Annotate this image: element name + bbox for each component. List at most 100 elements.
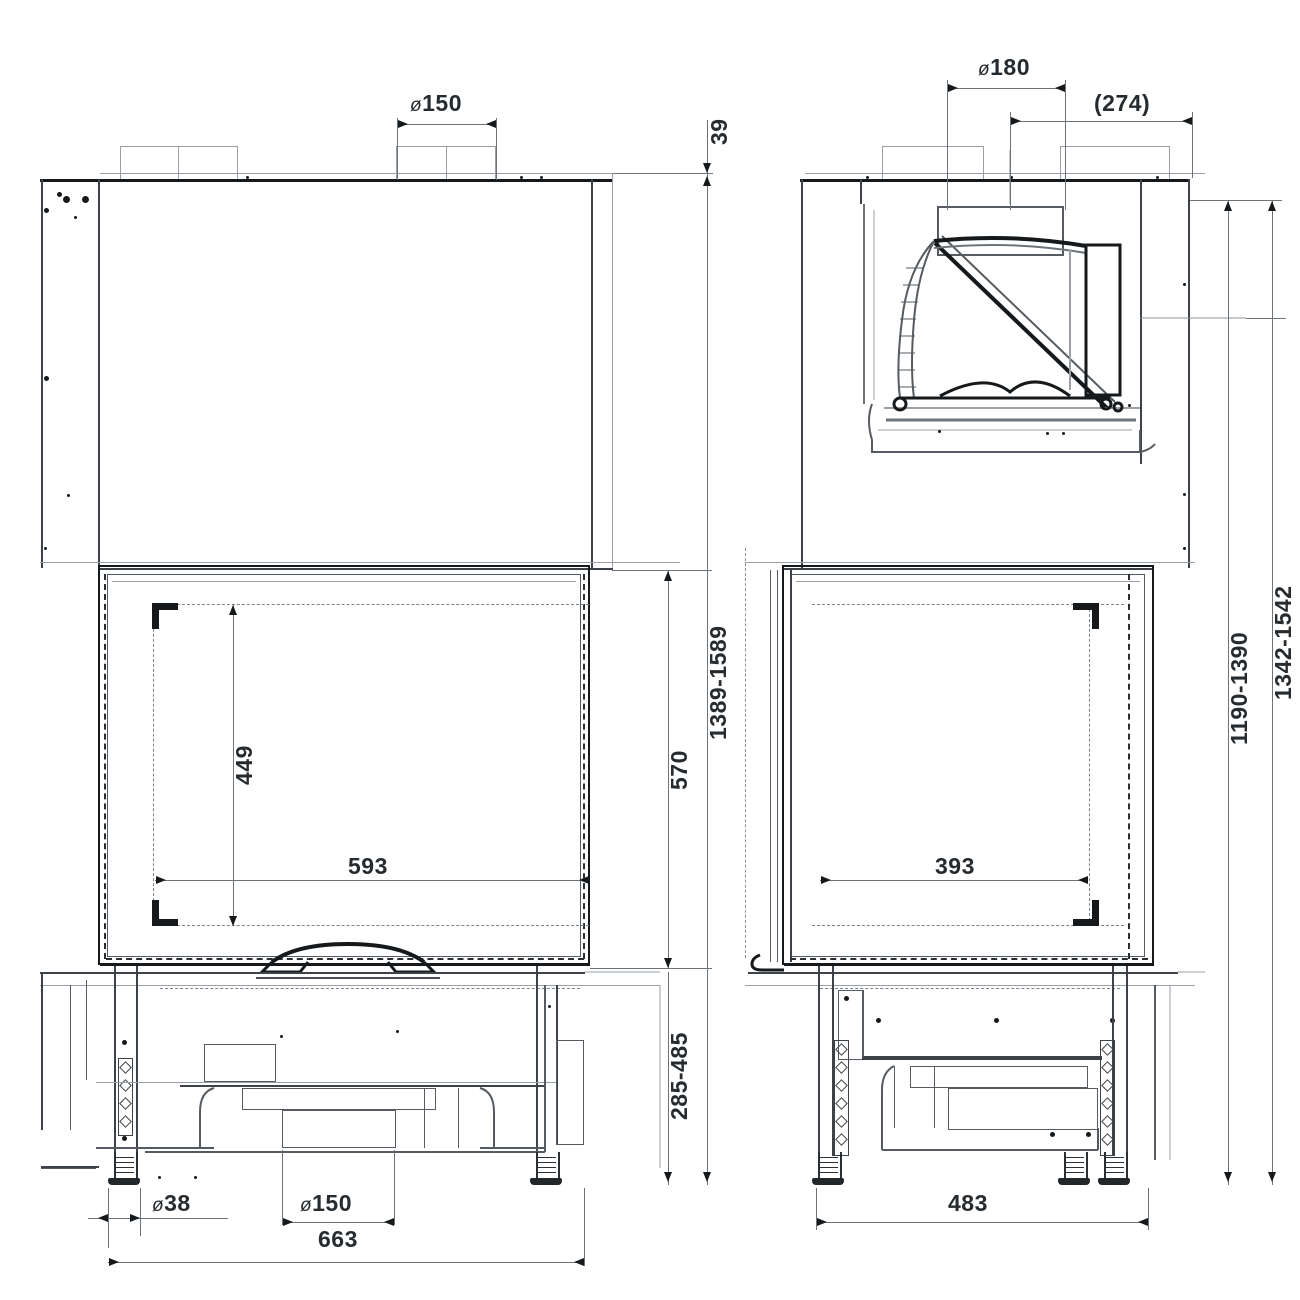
front-leg-perforation-left: [118, 1058, 133, 1136]
dim-side-total-depth: 483: [948, 1190, 988, 1216]
dim-1190-arrow-top: [1224, 201, 1232, 211]
dim-1342-line: [1272, 200, 1273, 1185]
front-glass-frame-inner: [107, 574, 581, 957]
dim-570-arrow-bottom: [664, 958, 672, 968]
dim-side-bracket: (274): [1094, 90, 1151, 116]
side-base-bolt: [844, 996, 849, 1001]
side-ashpan-front: [948, 1088, 1098, 1130]
dim-total-height-line: [707, 175, 708, 1185]
dim-150b-witness-right: [394, 1150, 395, 1225]
dim-274-witness-left: [1010, 112, 1011, 210]
front-pan-rail-left: [424, 1088, 425, 1148]
dim-274-line: [1010, 121, 1192, 122]
dim-front-opening-height: 570: [666, 750, 692, 790]
front-glass-corner-bracket: [152, 603, 178, 629]
dim-483-witness-left: [816, 1188, 817, 1230]
dim-449-line: [233, 604, 234, 926]
front-pan-rail-right: [458, 1088, 459, 1148]
front-glass-area-top: [152, 604, 589, 605]
side-left-collar: [882, 146, 984, 180]
dim-449-arrow-top: [229, 605, 237, 615]
dim-1342-witness-top: [1190, 200, 1282, 201]
front-bolt-marker: [63, 196, 70, 203]
diameter-symbol: ø: [152, 1195, 165, 1216]
front-door-bottom-rail: [100, 963, 590, 966]
front-base-bolt: [396, 1030, 399, 1033]
front-base-bolt: [194, 1176, 197, 1179]
dim-180-witness-left: [947, 80, 948, 210]
front-control-box: [204, 1044, 276, 1082]
front-leg-bolt: [122, 1136, 127, 1141]
dim-front-leg-diameter: ø38: [152, 1190, 191, 1217]
side-leg-perforation-left: [834, 1040, 849, 1156]
dim-front-base-height: 285-485: [666, 1032, 692, 1120]
side-bolt-marker: [1128, 404, 1131, 407]
front-leg-channel-left: [114, 966, 116, 1166]
dim-1190-line: [1228, 200, 1229, 1185]
dim-front-air-inlet: ø150: [300, 1190, 352, 1217]
front-right-bolt: [548, 1005, 551, 1008]
side-top-rivet: [1156, 176, 1159, 179]
front-right-support-plate: [556, 1040, 584, 1145]
side-leg-channel-right2: [1126, 966, 1128, 1156]
side-damper-bolt: [938, 430, 941, 433]
side-top-rivet: [866, 176, 869, 179]
front-ashpan-rail: [180, 1085, 544, 1087]
side-body-left-inner: [860, 179, 862, 204]
front-bolt-marker: [74, 216, 77, 219]
side-bolt-marker: [1183, 493, 1186, 496]
front-glass-area-bottom: [152, 925, 589, 926]
side-base-panel-left: [862, 990, 863, 1056]
dim-274-witness-right: [1192, 112, 1193, 178]
dim-1342-arrow-top: [1268, 201, 1276, 211]
side-damper-bolt: [1046, 432, 1049, 435]
dim-393-line: [820, 880, 1088, 881]
front-bolt-marker: [44, 376, 49, 381]
front-glass-area-left: [153, 604, 154, 926]
side-body-right-outer: [1188, 179, 1190, 568]
front-leg-channel-right2: [556, 985, 558, 1145]
side-door-left-jamb: [790, 570, 792, 962]
dim-39-witness-top: [613, 173, 713, 174]
dim-593-arrow-left: [156, 876, 166, 884]
side-glass-corner-bracket: [1073, 603, 1099, 629]
front-body-left-outer: [41, 179, 43, 568]
dim-449-arrow-bottom: [229, 916, 237, 926]
dim-483-line: [816, 1222, 1148, 1223]
front-base-top-thin: [40, 985, 660, 986]
dim-274-arrow-right: [1182, 117, 1192, 125]
side-base-bolt: [1086, 1132, 1091, 1137]
front-bolt-marker: [44, 547, 47, 550]
front-door-bottom-gasket: [106, 958, 584, 960]
dim-base-height-arrow: [664, 1172, 672, 1182]
side-glass-area-bottom: [812, 925, 1124, 926]
diameter-symbol: ø: [300, 1195, 313, 1216]
dim-483-witness-right: [1148, 1188, 1149, 1230]
dim-150b-arrow-right: [384, 1218, 394, 1226]
side-body-right-inner: [1140, 179, 1142, 464]
front-bolt-marker: [67, 494, 70, 497]
front-leg-channel-right: [536, 966, 538, 1166]
dim-38-arrow-in-right: [130, 1214, 140, 1222]
front-top-rivet: [520, 176, 523, 179]
dim-value: 150: [422, 90, 462, 116]
dim-value: 180: [990, 54, 1030, 80]
dim-570-witness-bottom: [590, 968, 712, 969]
side-door-left-jamb2: [770, 570, 771, 962]
dim-38-line: [88, 1218, 228, 1219]
side-top-rivet: [1010, 176, 1013, 179]
front-mid-band: [98, 568, 613, 570]
side-door-bottom-gasket: [790, 958, 1148, 960]
dim-1342-arrow-bottom: [1268, 1172, 1276, 1182]
front-base-bolt: [158, 1176, 161, 1179]
dim-d150-line: [397, 124, 496, 125]
side-ashpan: [910, 1066, 1088, 1088]
side-base-panel: [838, 990, 864, 1060]
side-body-left-outer: [801, 179, 803, 568]
dim-150b-witness-left: [282, 1150, 283, 1225]
dim-total-height-arrow-bottom: [703, 1172, 711, 1182]
dim-393-arrow-left: [821, 876, 831, 884]
dim-38-witness-right: [140, 1188, 141, 1236]
dim-663-arrow-right: [574, 1258, 584, 1266]
side-glass-area-right: [1089, 604, 1090, 926]
